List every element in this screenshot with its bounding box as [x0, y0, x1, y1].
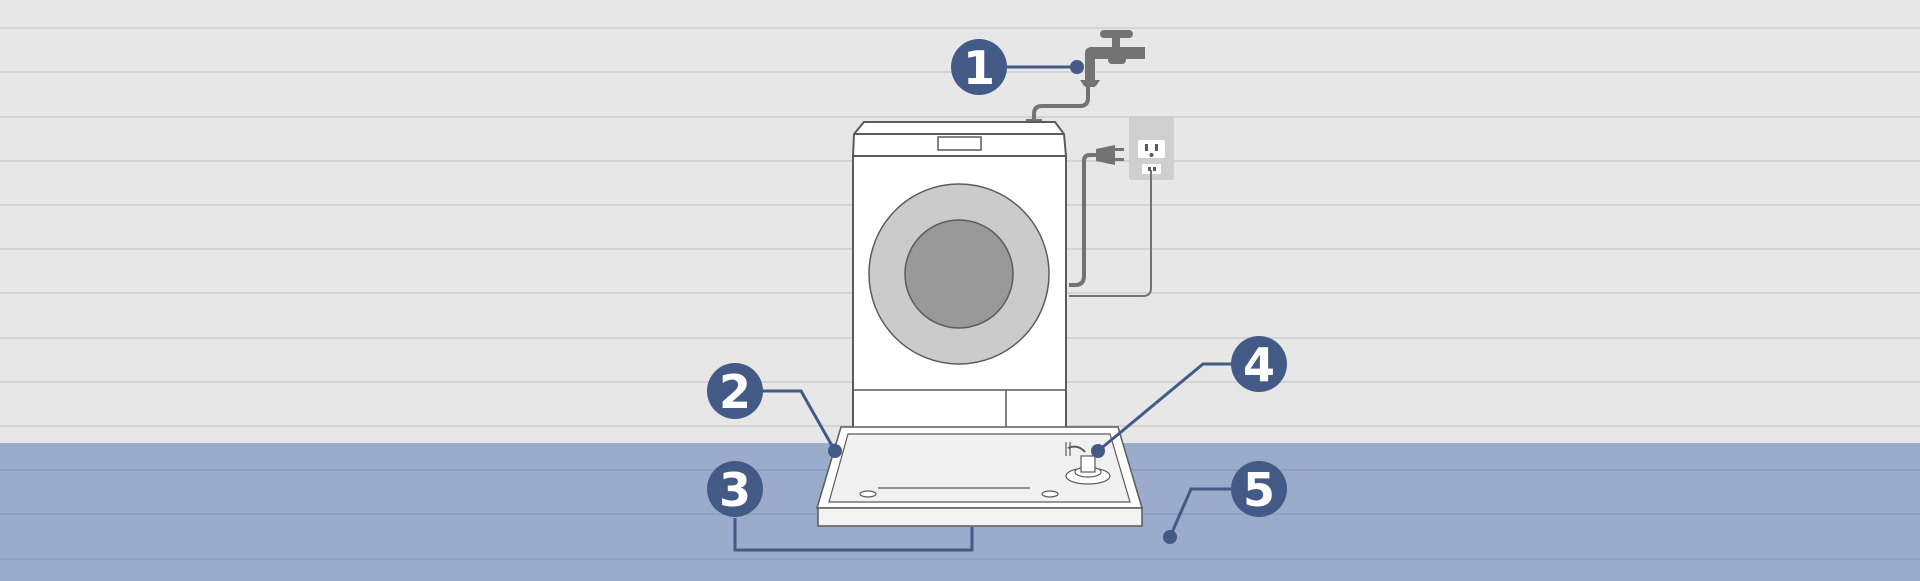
- callout-number: 3: [719, 463, 751, 517]
- waterproof-pan: [815, 426, 1144, 527]
- leader-4: [1097, 362, 1232, 453]
- control-display: [937, 136, 982, 151]
- leader-2: [759, 389, 837, 452]
- door-glass: [904, 219, 1014, 329]
- callout-badge: [1231, 461, 1287, 517]
- water-supply-hose: [1032, 86, 1090, 122]
- leader-5: [1168, 487, 1232, 538]
- ground-wire: [1069, 170, 1152, 297]
- callout-number: 4: [1243, 338, 1275, 392]
- callout-leaders: [733, 65, 1232, 552]
- callout-badge: [707, 461, 763, 517]
- callout-badge: [1231, 336, 1287, 392]
- callout-dot-1: [1070, 60, 1084, 74]
- callout-dot-2: [828, 444, 842, 458]
- leveling-feet: [859, 490, 1059, 498]
- power-plug-icon: [1096, 145, 1124, 165]
- callout-4: 4: [1231, 336, 1287, 392]
- callout-3: 3: [707, 461, 763, 517]
- callout-dot-4: [1091, 444, 1105, 458]
- callout-dots: [828, 60, 1177, 544]
- callout-badge: [951, 39, 1007, 95]
- drain-trap: [1065, 442, 1111, 485]
- leader-3: [733, 518, 974, 552]
- wall-outlet-icon: [1129, 116, 1174, 180]
- callout-5: 5: [1231, 461, 1287, 517]
- callout-badge: [707, 363, 763, 419]
- faucet-icon: [1080, 30, 1145, 87]
- callout-2: 2: [707, 363, 763, 419]
- callout-number: 1: [963, 41, 995, 95]
- callout-number: 5: [1243, 463, 1275, 517]
- callout-number: 2: [719, 365, 751, 419]
- washing-machine-icon: [851, 121, 1068, 494]
- power-cord: [1069, 153, 1098, 287]
- callout-dot-5: [1163, 530, 1177, 544]
- callout-1: 1: [951, 39, 1007, 95]
